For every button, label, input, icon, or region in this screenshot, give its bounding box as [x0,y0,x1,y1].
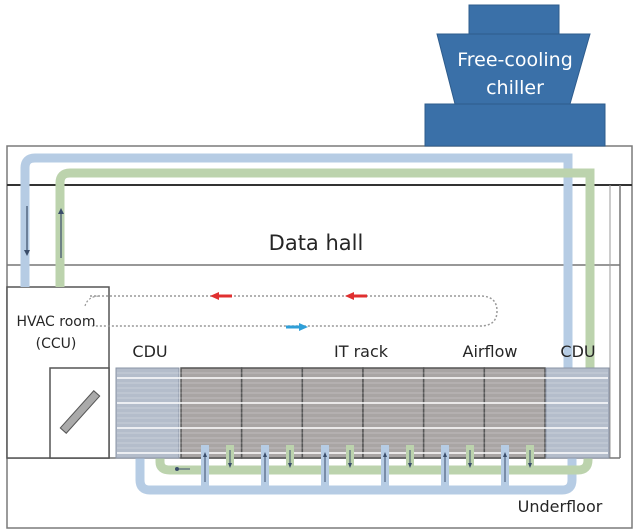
return-up-arrowhead [58,208,64,214]
return-pipe-overhead [55,168,595,370]
chiller-label-line2: chiller [486,77,544,99]
it-rack [362,367,425,459]
return-down-arrowhead [288,463,292,468]
supply-up-arrowhead [323,452,327,457]
return-down-arrowhead [468,463,472,468]
it-rack-label: IT rack [334,342,389,361]
hvac-room-label: HVAC room [17,314,96,330]
supply-down-arrowhead [24,250,30,256]
hot-air-arrow [210,292,232,300]
supply-up-arrowhead [263,452,267,457]
it-rack [483,367,546,459]
supply-up-arrowhead [203,452,207,457]
supply-up-arrowhead [383,452,387,457]
free-cooling-chiller: Free-cooling chiller [424,4,606,147]
airflow-curve-left [84,295,101,307]
cdu-left-label: CDU [132,342,167,361]
cdu-left-unit [115,367,180,459]
airflow-loop [90,295,498,327]
supply-up-arrowhead [443,452,447,457]
it-rack [422,367,486,459]
rack-louvers [117,372,608,454]
airflow-label: Airflow [463,342,518,361]
it-racks [180,367,546,459]
return-pipe-underfloor [155,445,593,475]
return-down-arrowhead [408,463,412,468]
return-down-arrowhead [228,463,232,468]
supply-up-arrowhead [503,452,507,457]
supply-pipe-overhead [20,153,573,370]
hvac-ccu-label: (CCU) [36,336,77,352]
cold-air-arrow [286,323,308,331]
data-hall-label: Data hall [269,231,364,255]
it-rack [180,367,243,459]
cdu-right-label: CDU [560,342,595,361]
return-down-arrowhead [348,463,352,468]
return-down-arrowhead [528,463,532,468]
flow-marker [175,467,179,471]
cdu-right-unit [545,367,610,459]
rack-risers [201,445,534,490]
hot-air-arrow [345,292,367,300]
hvac-damper-icon [59,390,101,434]
it-rack [240,367,304,459]
underfloor-label: Underfloor [518,497,603,516]
chiller-label-line1: Free-cooling [457,49,573,71]
supply-pipe-underfloor [135,445,577,495]
